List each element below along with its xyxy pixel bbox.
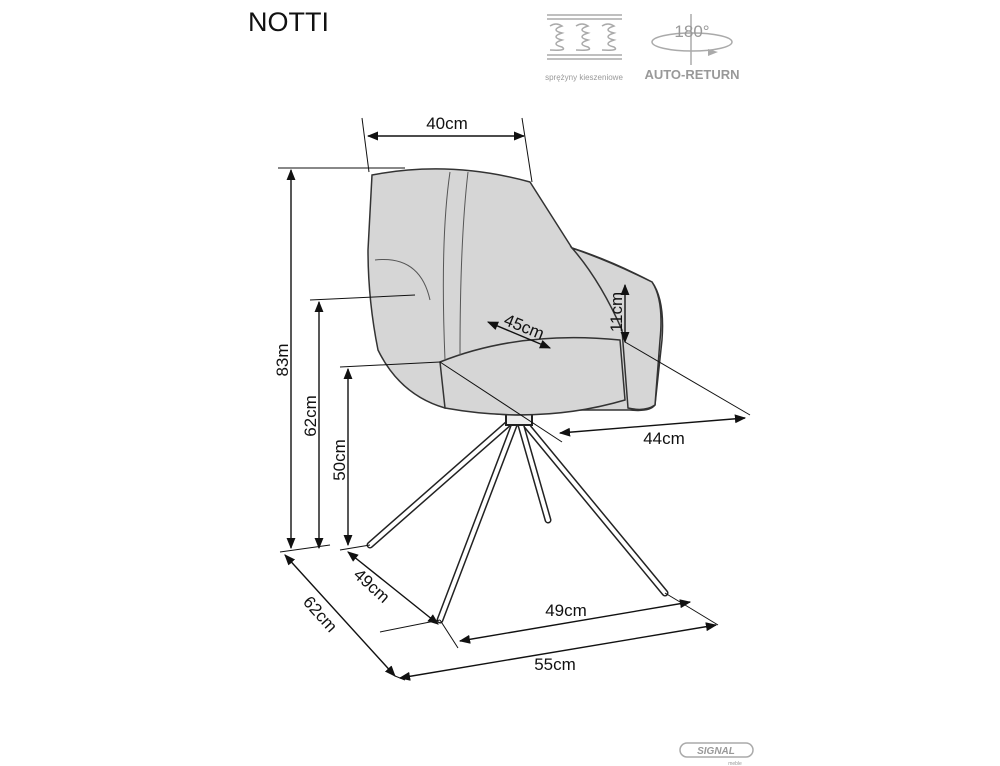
dim-backrest-width bbox=[361, 117, 533, 183]
dim-total-depth bbox=[279, 544, 396, 677]
label-40cm: 40cm bbox=[426, 114, 468, 133]
dim-seat-width bbox=[439, 341, 751, 443]
pocket-springs-label: sprężyny kieszeniowe bbox=[545, 73, 623, 82]
dim-seat-depth bbox=[486, 321, 552, 349]
pocket-springs-icon bbox=[547, 14, 622, 60]
svg-text:meble: meble bbox=[728, 761, 742, 766]
label-62cm-height: 62cm bbox=[301, 395, 320, 437]
chair-illustration bbox=[366, 168, 669, 624]
label-55cm: 55cm bbox=[534, 655, 576, 674]
rotate-180-icon bbox=[651, 14, 733, 65]
label-49cm-width: 49cm bbox=[545, 601, 587, 620]
auto-return-label: AUTO-RETURN bbox=[644, 67, 739, 82]
svg-text:SIGNAL: SIGNAL bbox=[697, 746, 735, 757]
dim-seat-height bbox=[339, 361, 441, 547]
label-11cm: 11cm bbox=[607, 292, 626, 332]
rotate-badge: 180° bbox=[674, 22, 709, 41]
label-83: 83m bbox=[273, 343, 292, 376]
product-title: NOTTI bbox=[248, 7, 329, 37]
label-44cm: 44cm bbox=[643, 429, 685, 448]
dim-total-height bbox=[278, 167, 405, 550]
label-50cm: 50cm bbox=[330, 439, 349, 481]
dim-total-width bbox=[394, 607, 719, 681]
signal-brand-logo: SIGNAL meble bbox=[679, 742, 754, 766]
dim-armrest-height bbox=[309, 294, 416, 550]
label-62cm-depth: 62cm bbox=[299, 593, 341, 637]
